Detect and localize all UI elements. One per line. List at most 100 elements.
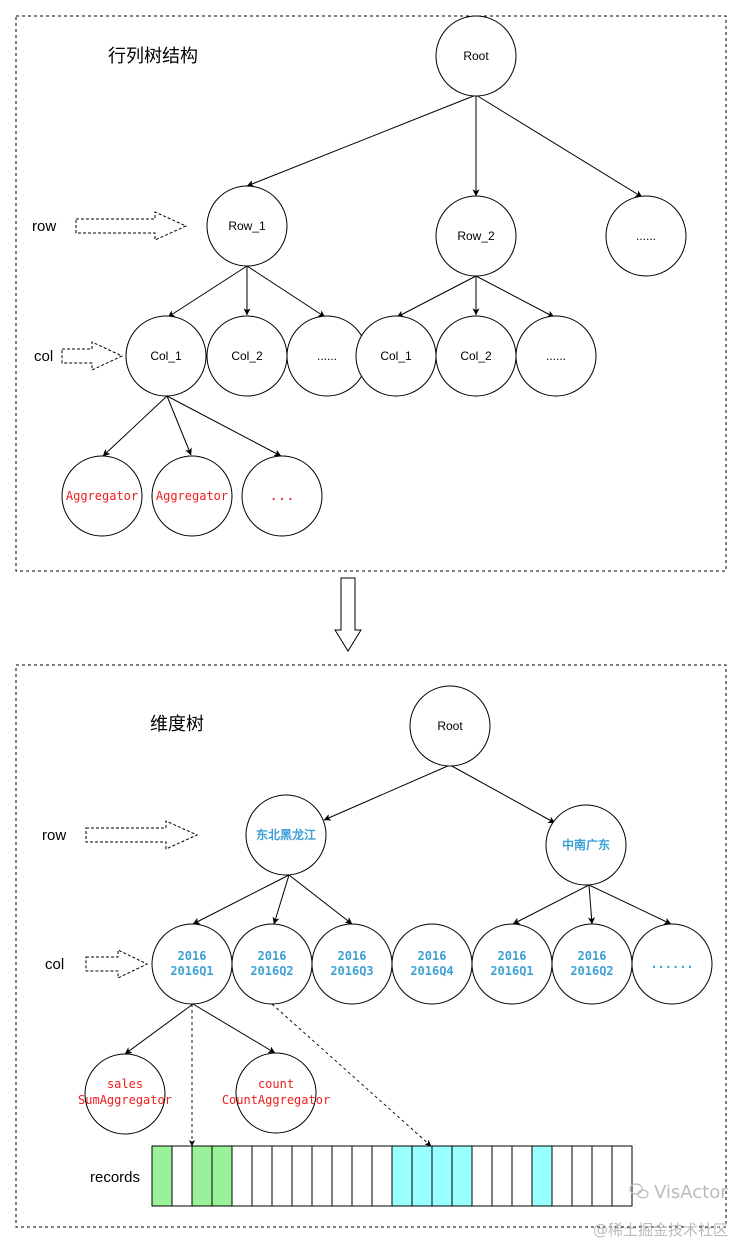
record-cell [271, 1145, 293, 1207]
record-cell [551, 1145, 573, 1207]
bottom-panel-title: 维度树 [150, 714, 204, 735]
watermark: VisActor @稀土掘金技术社区 [593, 1182, 728, 1239]
record-cell [311, 1145, 333, 1207]
bottom-col-label: col [45, 956, 64, 973]
bottom-col-node-5: 2016 2016Q1 [471, 923, 553, 1005]
svg-text:2016: 2016 [578, 949, 607, 963]
top-row-node-2: Row_2 [435, 195, 517, 277]
bottom-row-node-dongbei: 东北黑龙江 [245, 794, 327, 876]
top-row-label: row [32, 218, 56, 235]
top-tree-edges [102, 94, 643, 457]
record-cell [451, 1145, 473, 1207]
svg-text:count: count [258, 1077, 294, 1091]
edge-root-row1 [246, 94, 477, 187]
record-cell [531, 1145, 553, 1207]
svg-text:sales: sales [107, 1077, 143, 1091]
edge-root-row3 [475, 94, 643, 198]
top-row2-col-node-1: Col_1 [355, 315, 437, 397]
svg-text:2016: 2016 [178, 949, 207, 963]
svg-text:东北黑龙江: 东北黑龙江 [256, 827, 316, 842]
top-row1-col-node-1: Col_1 [125, 315, 207, 397]
record-cell [591, 1145, 613, 1207]
bottom-aggregator-node-sales: sales SumAggregator [78, 1053, 172, 1135]
record-cell [491, 1145, 513, 1207]
svg-text:Col_2: Col_2 [460, 349, 492, 363]
edge-zhongnan-col3 [588, 884, 672, 925]
edge-row2-col3 [475, 275, 555, 318]
svg-text:2016Q1: 2016Q1 [170, 964, 213, 978]
svg-text:2016Q2: 2016Q2 [570, 964, 613, 978]
bottom-root-node: Root [409, 685, 491, 767]
edge-dongbei-col2 [272, 874, 290, 925]
svg-text:2016: 2016 [338, 949, 367, 963]
svg-text:Aggregator: Aggregator [156, 489, 228, 503]
wechat-icon [629, 1183, 649, 1199]
svg-text:Col_2: Col_2 [231, 349, 263, 363]
svg-text:SumAggregator: SumAggregator [78, 1093, 172, 1107]
top-panel-frame [15, 15, 727, 572]
record-cell [471, 1145, 493, 1207]
svg-text:Root: Root [463, 49, 489, 63]
top-col-hollow-arrow [61, 341, 124, 371]
top-row1-col-node-3: ...... [286, 315, 368, 397]
bottom-col-node-6: 2016 2016Q2 [551, 923, 633, 1005]
svg-text:中南广东: 中南广东 [562, 837, 610, 852]
svg-text:2016Q1: 2016Q1 [490, 964, 533, 978]
svg-text:......: ...... [546, 349, 566, 363]
bottom-aggregator-node-count: count CountAggregator [222, 1052, 330, 1134]
svg-text:......: ...... [650, 957, 693, 971]
svg-text:Root: Root [437, 719, 463, 733]
svg-text:Col_1: Col_1 [150, 349, 182, 363]
svg-text:Row_1: Row_1 [228, 219, 266, 233]
top-row2-col-node-2: Col_2 [435, 315, 517, 397]
bottom-row-label: row [42, 827, 66, 844]
svg-text:2016Q3: 2016Q3 [330, 964, 373, 978]
edge-dongbei-col3 [288, 874, 353, 925]
record-cell [231, 1145, 253, 1207]
edge-row1-col3 [246, 265, 326, 318]
top-row1-col-node-2: Col_2 [206, 315, 288, 397]
top-aggregator-node-3: ... [241, 455, 323, 537]
svg-text:Col_1: Col_1 [380, 349, 412, 363]
svg-text:Row_2: Row_2 [457, 229, 495, 243]
bottom-col-hollow-arrow [85, 949, 149, 979]
svg-text:CountAggregator: CountAggregator [222, 1093, 330, 1107]
svg-text:2016Q2: 2016Q2 [250, 964, 293, 978]
top-row-node-3: ...... [605, 195, 687, 277]
record-cell [171, 1145, 193, 1207]
bottom-col-node-2: 2016 2016Q2 [231, 923, 313, 1005]
bottom-row-hollow-arrow [85, 820, 199, 850]
edge-row1-col1 [167, 265, 248, 318]
top-row-node-1: Row_1 [206, 185, 288, 267]
record-cell [611, 1145, 633, 1207]
edge-col1-agg1 [102, 395, 168, 457]
edge-zhongnan-col2 [588, 884, 595, 925]
top-col-label: col [34, 348, 53, 365]
top-row-hollow-arrow [75, 211, 188, 241]
svg-text:2016Q4: 2016Q4 [410, 964, 453, 978]
edge-col1-agg3 [166, 395, 282, 457]
bottom-col-node-7: ...... [631, 923, 713, 1005]
bottom-row-node-zhongnan: 中南广东 [545, 804, 627, 886]
top-panel-title: 行列树结构 [108, 46, 198, 67]
edge-row2-col1 [396, 275, 477, 318]
record-cell [191, 1145, 213, 1207]
bottom-col-node-4: 2016 2016Q4 [391, 923, 473, 1005]
record-cell [291, 1145, 313, 1207]
record-cell [351, 1145, 373, 1207]
watermark-site: @稀土掘金技术社区 [593, 1221, 728, 1239]
edge-root-zhongnan [449, 764, 556, 824]
bottom-panel-frame [15, 664, 727, 1228]
svg-text:...: ... [269, 488, 294, 504]
svg-text:Aggregator: Aggregator [66, 489, 138, 503]
transition-down-arrow [334, 577, 362, 652]
record-cell [251, 1145, 273, 1207]
record-cell [431, 1145, 453, 1207]
svg-text:2016: 2016 [498, 949, 527, 963]
records-label: records [90, 1169, 140, 1186]
top-aggregator-node-2: Aggregator [151, 455, 233, 537]
edge-root-dongbei [323, 764, 451, 821]
edge-zhongnan-col1 [512, 884, 590, 925]
svg-text:......: ...... [317, 349, 337, 363]
